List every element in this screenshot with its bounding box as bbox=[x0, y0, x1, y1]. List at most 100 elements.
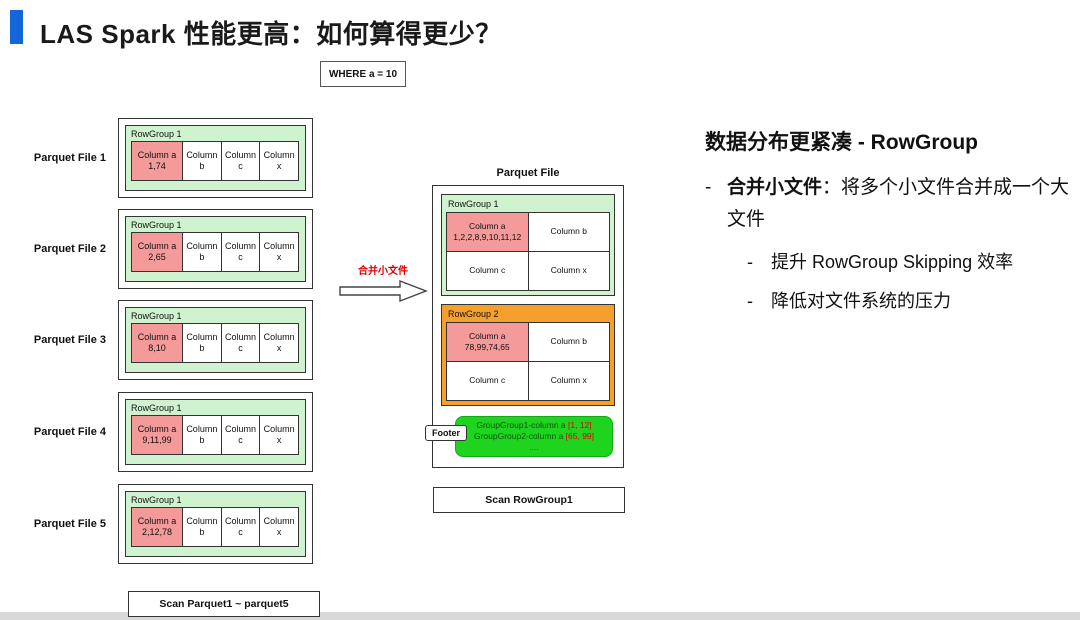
column-a-name: Column a bbox=[137, 149, 177, 160]
column-a-values: 9,11,99 bbox=[142, 435, 172, 445]
footer-group: Footer GroupGroup1-column a [1, 12] Grou… bbox=[425, 416, 613, 458]
column-b-cell: Column b bbox=[183, 142, 221, 180]
where-clause-label: WHERE a = 10 bbox=[328, 68, 398, 80]
merge-arrow-label: 合并小文件 bbox=[358, 266, 408, 277]
bullet-dash: - bbox=[747, 251, 753, 272]
bullet-dash: - bbox=[747, 290, 753, 311]
scan-parquet-label: Scan Parquet1 ~ parquet5 bbox=[159, 598, 289, 610]
parquet-file-row-1: Parquet File 1 RowGroup 1 Column a 1,74 … bbox=[0, 118, 330, 198]
bullet-merge-files: - 合并小文件：将多个小文件合并成一个大文件 bbox=[705, 172, 1077, 237]
rowgroup-grid: Column a 1,2,2,8,9,10,11,12 Column b Col… bbox=[446, 212, 610, 291]
column-c-cell: Column c bbox=[221, 324, 260, 362]
scan-rowgroup-label: Scan RowGroup1 bbox=[485, 494, 573, 506]
notes-heading: 数据分布更紧凑 - RowGroup bbox=[705, 131, 978, 154]
parquet-file-row-2: Parquet File 2 RowGroup 1 Column a 2,65 … bbox=[0, 209, 330, 289]
column-a-values: 8,10 bbox=[148, 343, 166, 353]
rowgroup-title: RowGroup 1 bbox=[131, 311, 182, 321]
parquet-file-label: Parquet File 3 bbox=[33, 334, 106, 346]
parquet-file-label: Parquet File 1 bbox=[33, 152, 106, 164]
rowgroup-box: RowGroup 1 Column a 2,65 Column b Column… bbox=[125, 216, 306, 282]
column-cells: Column a 2,65 Column b Column c Column x bbox=[131, 232, 299, 272]
parquet-file-box: RowGroup 1 Column a 1,74 Column b Column… bbox=[118, 118, 313, 198]
column-a-values: 1,2,2,8,9,10,11,12 bbox=[453, 232, 522, 242]
column-c-cell: Column c bbox=[221, 233, 260, 271]
column-a-values: 1,74 bbox=[148, 161, 166, 171]
parquet-file-label: Parquet File 2 bbox=[33, 243, 106, 255]
sub-bullet-pressure: - 降低对文件系统的压力 bbox=[747, 288, 1077, 315]
column-c-cell: Column c bbox=[221, 142, 260, 180]
where-clause-box: WHERE a = 10 bbox=[320, 61, 406, 87]
column-b-cell: Column b bbox=[183, 233, 221, 271]
rowgroup-title: RowGroup 1 bbox=[131, 495, 182, 505]
column-a-cell: Column a 78,99,74,65 bbox=[447, 323, 528, 361]
column-a-name: Column a bbox=[137, 240, 177, 251]
column-x-cell: Column x bbox=[528, 252, 609, 290]
merged-rowgroup-1: RowGroup 1 Column a 1,2,2,8,9,10,11,12 C… bbox=[441, 194, 615, 296]
column-a-name: Column a bbox=[137, 515, 177, 526]
parquet-file-box: RowGroup 1 Column a 2,12,78 Column b Col… bbox=[118, 484, 313, 564]
rowgroup-title: RowGroup 1 bbox=[448, 199, 499, 209]
rowgroup-box: RowGroup 1 Column a 2,12,78 Column b Col… bbox=[125, 491, 306, 557]
parquet-file-label: Parquet File 4 bbox=[33, 426, 106, 438]
scan-parquet-box: Scan Parquet1 ~ parquet5 bbox=[128, 591, 320, 617]
parquet-file-box: RowGroup 1 Column a 2,65 Column b Column… bbox=[118, 209, 313, 289]
merge-arrow-group: 合并小文件 bbox=[336, 262, 430, 308]
column-x-cell: Column x bbox=[260, 508, 298, 546]
merged-parquet-file: Parquet File RowGroup 1 Column a 1,2,2,8… bbox=[425, 167, 624, 469]
bullet-bold-text: 合并小文件 bbox=[727, 177, 823, 198]
merged-file-title: Parquet File bbox=[496, 167, 560, 179]
footer-line1-name: GroupGroup1-column a bbox=[476, 420, 569, 430]
column-x-cell: Column x bbox=[260, 142, 298, 180]
page-title: LAS Spark 性能更高：如何算得更少？ bbox=[40, 19, 502, 49]
parquet-file-box: RowGroup 1 Column a 8,10 Column b Column… bbox=[118, 300, 313, 380]
column-a-values: 2,65 bbox=[148, 252, 166, 262]
column-a-name: Column a bbox=[137, 331, 177, 342]
parquet-file-row-5: Parquet File 5 RowGroup 1 Column a 2,12,… bbox=[0, 484, 330, 564]
right-arrow-icon bbox=[339, 279, 428, 303]
parquet-file-row-3: Parquet File 3 RowGroup 1 Column a 8,10 … bbox=[0, 300, 330, 380]
column-x-cell: Column x bbox=[260, 233, 298, 271]
column-a-name: Column a bbox=[469, 220, 506, 231]
column-cells: Column a 9,11,99 Column b Column c Colum… bbox=[131, 415, 299, 455]
footer-line-1: GroupGroup1-column a [1, 12] bbox=[458, 420, 610, 431]
column-a-cell: Column a 1,2,2,8,9,10,11,12 bbox=[447, 213, 528, 251]
merged-rowgroup-2: RowGroup 2 Column a 78,99,74,65 Column b… bbox=[441, 304, 615, 406]
column-a-name: Column a bbox=[469, 330, 506, 341]
parquet-file-box: RowGroup 1 Column a 9,11,99 Column b Col… bbox=[118, 392, 313, 472]
sub-bullet-list: - 提升 RowGroup Skipping 效率 - 降低对文件系统的压力 bbox=[747, 249, 1077, 315]
column-cells: Column a 2,12,78 Column b Column c Colum… bbox=[131, 507, 299, 547]
footer-stats-box: GroupGroup1-column a [1, 12] GroupGroup2… bbox=[455, 416, 613, 458]
sub-bullet-text: 提升 RowGroup Skipping 效率 bbox=[771, 251, 1014, 272]
rowgroup-box: RowGroup 1 Column a 9,11,99 Column b Col… bbox=[125, 399, 306, 465]
column-a-cell: Column a 8,10 bbox=[132, 324, 182, 362]
column-b-cell: Column b bbox=[183, 324, 221, 362]
scan-rowgroup-box: Scan RowGroup1 bbox=[433, 487, 625, 513]
column-a-cell: Column a 2,12,78 bbox=[132, 508, 182, 546]
column-c-cell: Column c bbox=[221, 508, 260, 546]
footer-ellipsis: .... bbox=[529, 442, 539, 453]
bullet-rest-text: ：将多个小文件合并成一个大文件 bbox=[727, 177, 1070, 231]
bottom-strip bbox=[0, 612, 1080, 620]
rowgroup-title: RowGroup 1 bbox=[131, 403, 182, 413]
column-cells: Column a 1,74 Column b Column c Column x bbox=[131, 141, 299, 181]
column-b-cell: Column b bbox=[183, 508, 221, 546]
column-c-cell: Column c bbox=[447, 362, 528, 400]
rowgroup-box: RowGroup 1 Column a 1,74 Column b Column… bbox=[125, 125, 306, 191]
column-a-name: Column a bbox=[137, 423, 177, 434]
column-c-cell: Column c bbox=[221, 416, 260, 454]
column-c-cell: Column c bbox=[447, 252, 528, 290]
column-a-values: 2,12,78 bbox=[141, 527, 173, 537]
column-a-cell: Column a 2,65 bbox=[132, 233, 182, 271]
rowgroup-title: RowGroup 2 bbox=[448, 309, 499, 319]
column-cells: Column a 8,10 Column b Column c Column x bbox=[131, 323, 299, 363]
merged-file-box: RowGroup 1 Column a 1,2,2,8,9,10,11,12 C… bbox=[425, 185, 624, 469]
footer-line2-range: [65, 99] bbox=[565, 431, 595, 442]
rowgroup-box: RowGroup 1 Column a 8,10 Column b Column… bbox=[125, 307, 306, 373]
column-x-cell: Column x bbox=[260, 416, 298, 454]
sub-bullet-text: 降低对文件系统的压力 bbox=[771, 290, 951, 311]
footer-tag: Footer bbox=[425, 425, 467, 441]
parquet-file-row-4: Parquet File 4 RowGroup 1 Column a 9,11,… bbox=[0, 392, 330, 472]
rowgroup-title: RowGroup 1 bbox=[131, 220, 182, 230]
footer-line1-range: [1, 12] bbox=[568, 420, 592, 430]
